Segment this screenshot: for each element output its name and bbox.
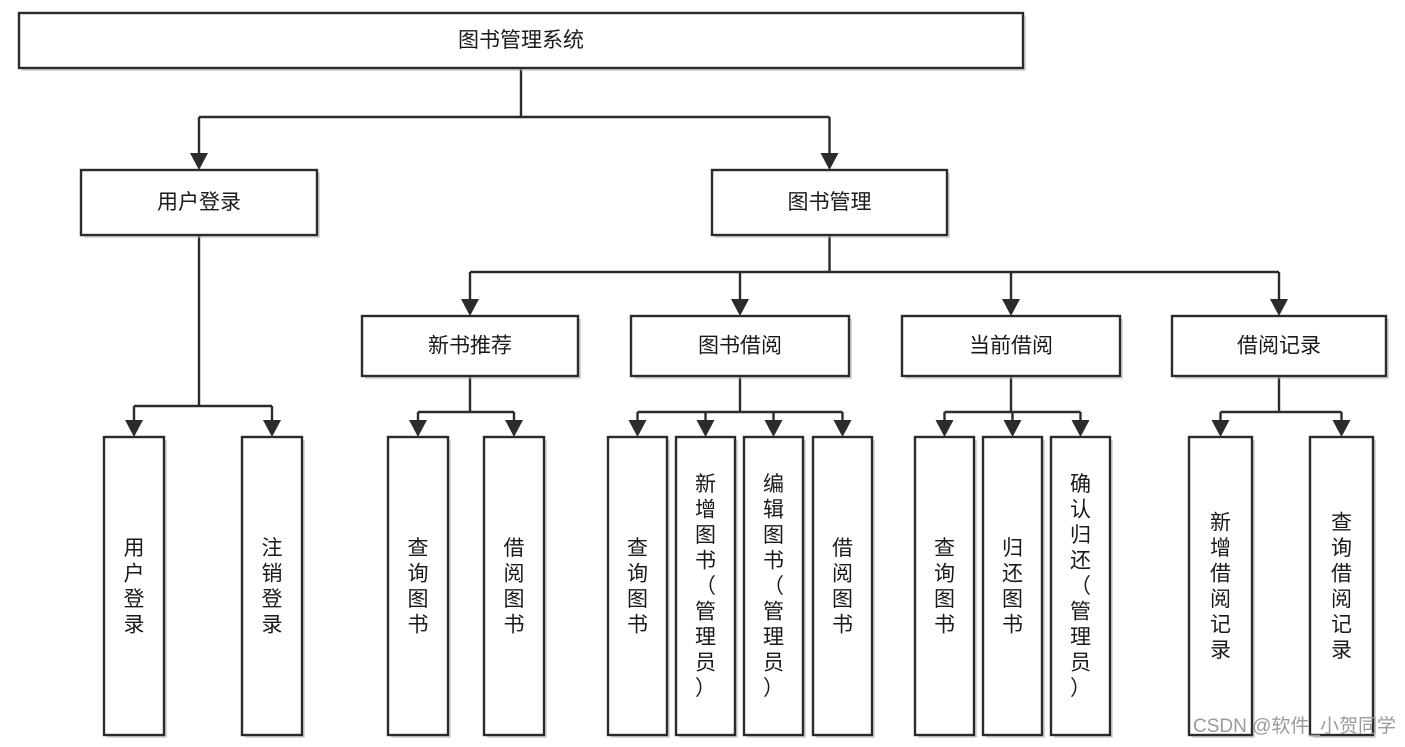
arrow-head-icon <box>935 420 954 437</box>
node-rect[interactable] <box>710 168 949 237</box>
arrow-head-icon <box>461 299 479 316</box>
arrow-head-icon <box>833 420 852 437</box>
arrow-head-icon <box>1332 420 1351 437</box>
arrow-head-icon <box>1211 420 1230 437</box>
connector-layer <box>125 68 1351 437</box>
node-rect[interactable] <box>102 435 166 737</box>
arrow-head-icon <box>1270 299 1288 316</box>
node-label: 新书推荐 <box>428 335 512 358</box>
node-label: 注销登录 <box>262 537 283 637</box>
node-rect[interactable] <box>1187 435 1254 737</box>
node-current-return-book[interactable]: 归还图书 <box>981 435 1045 738</box>
node-borrow-add-book[interactable]: 新增图书（管理员） <box>674 435 738 738</box>
node-book-borrow[interactable]: 图书借阅 <box>629 314 852 379</box>
node-label: 查询借阅记录 <box>1331 511 1352 662</box>
node-user-login[interactable]: 用户登录 <box>79 168 320 238</box>
node-rect[interactable] <box>17 11 1025 70</box>
arrow-head-icon <box>190 153 208 170</box>
node-rect[interactable] <box>1308 435 1375 737</box>
node-label: 当前借阅 <box>969 335 1053 358</box>
node-rect[interactable] <box>386 435 450 737</box>
node-current-borrow[interactable]: 当前借阅 <box>900 314 1123 379</box>
node-label: 用户登录 <box>157 191 241 214</box>
node-label: 借阅记录 <box>1237 335 1321 358</box>
node-borrow-borrow-book[interactable]: 借阅图书 <box>811 435 875 738</box>
node-rect[interactable] <box>79 168 319 237</box>
node-label: 图书借阅 <box>698 335 782 358</box>
node-rect[interactable] <box>674 435 737 737</box>
node-label: 查询图书 <box>408 537 429 637</box>
node-label: 确认归还（管理员） <box>1070 473 1091 700</box>
node-label: 借阅图书 <box>504 537 525 637</box>
csdn-watermark: CSDN @软件_小贺同学 <box>1193 715 1396 737</box>
node-label: 编辑图书（管理员） <box>763 473 784 700</box>
arrow-head-icon <box>696 420 715 437</box>
node-label: 用户登录 <box>124 537 145 637</box>
node-rect[interactable] <box>482 435 546 737</box>
node-root[interactable]: 图书管理系统 <box>17 11 1026 71</box>
node-book-manage[interactable]: 图书管理 <box>710 168 950 238</box>
node-recommend-query-book[interactable]: 查询图书 <box>386 435 451 738</box>
node-rect[interactable] <box>811 435 874 737</box>
node-rect[interactable] <box>629 314 851 378</box>
node-borrow-record[interactable]: 借阅记录 <box>1170 314 1389 379</box>
node-new-book-recommend[interactable]: 新书推荐 <box>360 314 581 379</box>
arrow-head-icon <box>820 153 839 170</box>
arrow-head-icon <box>731 299 749 316</box>
arrow-head-icon <box>263 420 281 437</box>
node-current-query-book[interactable]: 查询图书 <box>913 435 977 738</box>
node-label: 新增借阅记录 <box>1210 511 1231 662</box>
node-label: 查询图书 <box>934 537 955 637</box>
node-record-add[interactable]: 新增借阅记录 <box>1187 435 1255 738</box>
node-label: 新增图书（管理员） <box>695 473 716 700</box>
node-label: 图书管理系统 <box>458 29 584 52</box>
arrow-head-icon <box>505 420 523 437</box>
node-rect[interactable] <box>742 435 805 737</box>
node-label: 借阅图书 <box>832 537 853 637</box>
node-record-query[interactable]: 查询借阅记录 <box>1308 435 1376 738</box>
node-current-confirm-return[interactable]: 确认归还（管理员） <box>1049 435 1113 738</box>
node-rect[interactable] <box>1170 314 1388 378</box>
node-rect[interactable] <box>240 435 304 737</box>
node-label: 查询图书 <box>627 537 648 637</box>
node-label: 归还图书 <box>1002 537 1023 637</box>
node-user-login-action[interactable]: 用户登录 <box>102 435 167 738</box>
node-label: 图书管理 <box>788 191 872 214</box>
arrow-head-icon <box>1071 420 1090 437</box>
node-borrow-query-book[interactable]: 查询图书 <box>606 435 670 738</box>
node-rect[interactable] <box>1049 435 1112 737</box>
arrow-head-icon <box>764 420 783 437</box>
arrow-head-icon <box>409 420 427 437</box>
node-rect[interactable] <box>900 314 1122 378</box>
node-borrow-edit-book[interactable]: 编辑图书（管理员） <box>742 435 806 738</box>
node-rect[interactable] <box>606 435 669 737</box>
arrow-head-icon <box>125 420 143 437</box>
arrow-head-icon <box>1002 299 1020 316</box>
node-recommend-borrow-book[interactable]: 借阅图书 <box>482 435 547 738</box>
node-rect[interactable] <box>360 314 580 378</box>
node-layer: 图书管理系统用户登录用户登录注销登录图书管理新书推荐查询图书借阅图书图书借阅查询… <box>17 11 1389 738</box>
arrow-head-icon <box>628 420 647 437</box>
node-rect[interactable] <box>913 435 976 737</box>
arrow-head-icon <box>1003 420 1022 437</box>
node-rect[interactable] <box>981 435 1044 737</box>
node-user-logout-action[interactable]: 注销登录 <box>240 435 305 738</box>
